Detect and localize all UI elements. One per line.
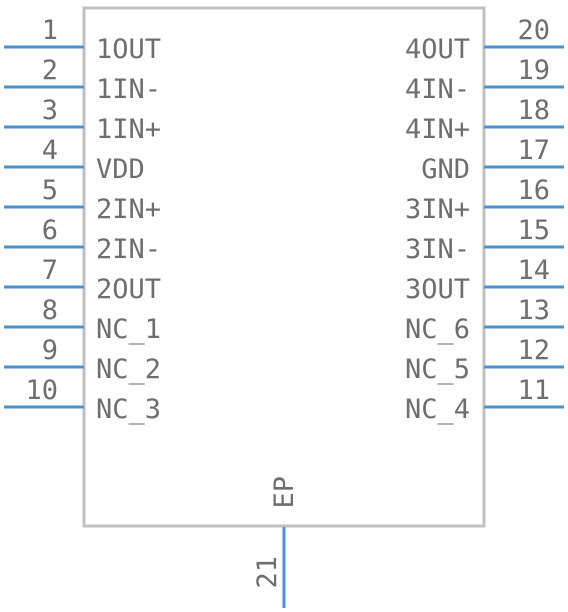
pin-number: 9 (42, 335, 58, 366)
pin-name: 2IN- (96, 234, 161, 265)
pin-name: NC_5 (405, 354, 470, 385)
pin-name: 1IN+ (96, 114, 161, 145)
pin-name: 4OUT (405, 34, 470, 65)
pin-1: 1 1OUT (4, 15, 161, 65)
pin-3: 3 1IN+ (4, 95, 161, 145)
pin-8: 8NC_1 (4, 295, 161, 345)
pin-name: 2IN+ (96, 194, 161, 225)
pin-number: 3 (42, 95, 58, 126)
pin-name: 3OUT (405, 274, 470, 305)
pin-name: 2OUT (96, 274, 161, 305)
pin-name: NC_1 (96, 314, 161, 345)
pin-name: NC_6 (405, 314, 470, 345)
pin-18: 18 4IN+ (405, 95, 564, 145)
pin-number: 18 (517, 95, 550, 126)
pin-number: 15 (517, 215, 550, 246)
pin-name: 4IN+ (405, 114, 470, 145)
pin-number: 8 (42, 295, 58, 326)
pin-number: 4 (42, 135, 58, 166)
pin-number: 1 (42, 15, 58, 46)
pin-number: 6 (42, 215, 58, 246)
pin-9: 9NC_2 (4, 335, 161, 385)
pin-7: 7 2OUT (4, 255, 161, 305)
pin-name: EP (269, 476, 300, 509)
pin-2: 2 1IN- (4, 55, 161, 105)
pin-name: 1IN- (96, 74, 161, 105)
pin-number: 17 (517, 135, 550, 166)
pin-5: 5 2IN+ (4, 175, 161, 225)
pin-21: EP 21 (252, 476, 300, 608)
pin-number: 13 (517, 295, 550, 326)
pin-6: 6 2IN- (4, 215, 161, 265)
pin-number: 20 (517, 15, 550, 46)
pin-number: 5 (42, 175, 58, 206)
pin-number: 19 (517, 55, 550, 86)
pin-number: 2 (42, 55, 58, 86)
pin-20: 20 4OUT (405, 15, 564, 65)
pin-14: 14 3OUT (405, 255, 564, 305)
pin-number: 12 (517, 335, 550, 366)
pin-number: 10 (25, 375, 58, 406)
pin-number: 21 (252, 556, 283, 589)
pin-number: 14 (517, 255, 550, 286)
pin-16: 16 3IN+ (405, 175, 564, 225)
pins-group: 11OUT21IN-31IN+4VDD52IN+62IN-72OUT8NC_19… (4, 15, 564, 608)
pin-number: 11 (517, 375, 550, 406)
pin-name: 3IN+ (405, 194, 470, 225)
pin-name: NC_3 (96, 394, 161, 425)
pin-name: VDD (96, 154, 145, 185)
pin-name: 3IN- (405, 234, 470, 265)
pin-19: 19 4IN- (405, 55, 564, 105)
pin-15: 15 3IN- (405, 215, 564, 265)
pin-name: GND (421, 154, 470, 185)
pin-number: 7 (42, 255, 58, 286)
component-body (82, 6, 486, 528)
pin-name: NC_4 (405, 394, 470, 425)
pin-name: NC_2 (96, 354, 161, 385)
pin-name: 1OUT (96, 34, 161, 65)
pin-number: 16 (517, 175, 550, 206)
pin-name: 4IN- (405, 74, 470, 105)
